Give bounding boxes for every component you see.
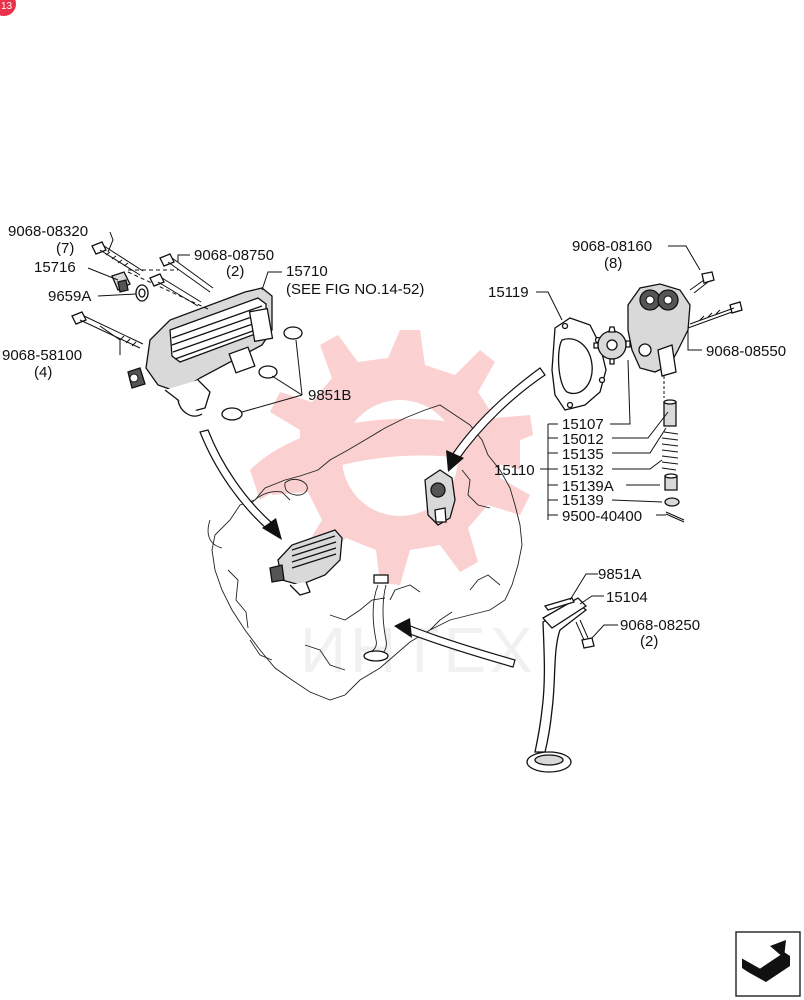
bolt-9068-08160 <box>689 271 715 294</box>
label-9851A: 9851A <box>598 566 641 583</box>
bolt-9068-08550 <box>687 301 743 329</box>
arrow-pump <box>446 367 546 472</box>
o-ring-9851B <box>221 326 303 421</box>
gear-15107 <box>593 326 631 365</box>
label-9068-58100: 9068-58100 <box>2 347 82 364</box>
label-15710: 15710 <box>286 263 328 280</box>
label-9068-08320: 9068-08320 <box>8 223 88 240</box>
label-15104: 15104 <box>606 589 648 606</box>
label-15119: 15119 <box>488 284 529 301</box>
bolt-9068-08750 <box>149 253 214 307</box>
gasket-15119 <box>551 317 607 411</box>
watermark: ИНТЕХ <box>250 330 537 686</box>
label-9659A: 9659A <box>48 288 91 305</box>
label-9068-08750-qty: (2) <box>226 263 244 280</box>
bolt-9068-58100 <box>71 311 144 349</box>
watermark-text: ИНТЕХ <box>300 614 537 686</box>
oil-pump-installed <box>424 469 456 526</box>
spring-15132 <box>661 431 679 471</box>
label-15012: 15012 <box>562 431 604 448</box>
label-9068-58100-qty: (4) <box>34 364 52 381</box>
label-15107: 15107 <box>562 416 604 433</box>
oil-cooler-installed <box>269 529 343 596</box>
relief-valve-parts <box>661 376 685 523</box>
arrow-strainer <box>394 618 516 668</box>
label-9500-40400: 9500-40400 <box>562 508 642 525</box>
label-15139A: 15139A <box>562 478 614 495</box>
strainer-15104 <box>526 597 588 773</box>
plug-15716 <box>111 271 131 293</box>
label-9068-08250: 9068-08250 <box>620 617 700 634</box>
bolt-path <box>127 271 211 311</box>
label-15139: 15139 <box>562 492 604 509</box>
label-9068-08160-qty: (8) <box>604 255 622 272</box>
gasket-9659A <box>135 284 149 302</box>
page-badge: 13 <box>0 0 16 16</box>
oil-cooler-assembly <box>127 287 274 417</box>
label-9068-08320-qty: (7) <box>56 240 74 257</box>
label-9068-08160: 9068-08160 <box>572 238 652 255</box>
label-9068-08750: 9068-08750 <box>194 247 274 264</box>
gasket-9851A <box>543 597 575 611</box>
engine-block <box>207 404 523 701</box>
label-15110: 15110 <box>494 462 535 479</box>
label-9068-08550: 9068-08550 <box>706 343 786 360</box>
label-15132: 15132 <box>562 462 604 479</box>
label-15135: 15135 <box>562 446 604 463</box>
leader-lines <box>87 231 702 639</box>
label-9068-08250-qty: (2) <box>640 633 658 650</box>
front-direction-icon <box>735 931 801 997</box>
page-badge-text: 13 <box>1 1 13 12</box>
arrow-cooler <box>199 429 282 540</box>
label-15716: 15716 <box>34 259 76 276</box>
watermark-gear-icon <box>250 330 533 585</box>
label-9851B: 9851B <box>308 387 351 404</box>
bolt-9068-08320 <box>91 241 144 276</box>
bolt-9068-08250 <box>575 619 595 649</box>
labels: 9068-08320 (7) 15716 9659A 9068-58100 (4… <box>2 223 786 650</box>
oil-pump-body <box>627 283 691 377</box>
label-15710-note: (SEE FIG NO.14-52) <box>286 281 424 298</box>
